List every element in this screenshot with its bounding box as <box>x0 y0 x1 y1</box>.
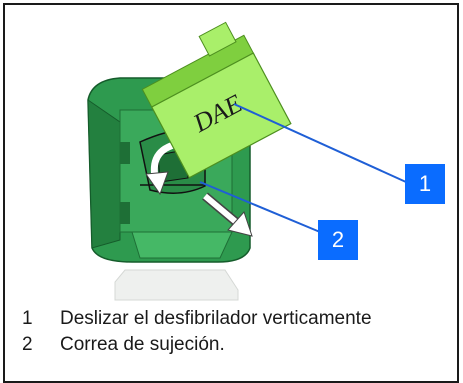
wall-plate <box>114 269 239 301</box>
diagonal-arrow-inner <box>203 193 238 225</box>
callout-1: 1 <box>405 164 445 204</box>
callout-2: 2 <box>318 220 358 260</box>
legend: 1 Deslizar el desfibrilador verticamente… <box>22 306 372 358</box>
cabinet-tray <box>131 231 233 259</box>
defibrillator: DAE <box>141 21 292 179</box>
legend-item-2: 2 Correa de sujeción. <box>22 332 372 358</box>
defibrillator-front <box>150 52 292 179</box>
cabinet-left-side <box>87 99 121 249</box>
defibrillator-handle <box>198 21 237 57</box>
diagonal-arrow-head <box>227 211 253 237</box>
legend-item-1: 1 Deslizar el desfibrilador verticamente <box>22 306 372 332</box>
leader-line-1 <box>233 103 407 183</box>
legend-text: Deslizar el desfibrilador verticamente <box>60 308 372 329</box>
hinge-top <box>120 142 130 164</box>
curved-arrow-head <box>145 171 169 196</box>
legend-number: 1 <box>22 308 33 329</box>
leader-line-2 <box>199 181 321 233</box>
hinge-bottom <box>120 202 130 224</box>
legend-number: 2 <box>22 334 33 355</box>
legend-text: Correa de sujeción. <box>60 334 225 355</box>
